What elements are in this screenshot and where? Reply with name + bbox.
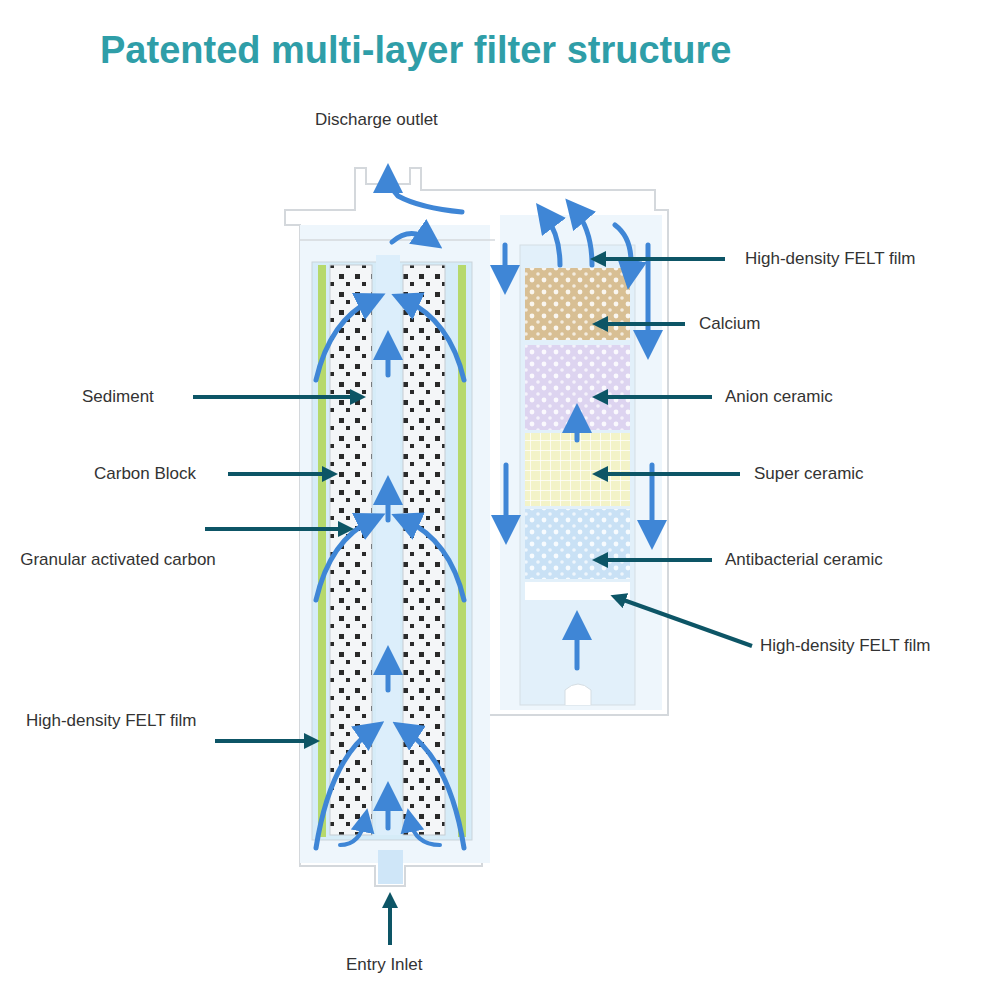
port-label: Discharge outlet: [315, 107, 438, 133]
part-label: Carbon Block: [94, 461, 196, 487]
part-label: Sediment: [82, 384, 154, 410]
diagram-title: Patented multi-layer filter structure: [100, 26, 731, 74]
part-label: High-density FELT film: [745, 246, 915, 272]
part-label: Antibacterial ceramic: [725, 547, 883, 573]
part-label: Anion ceramic: [725, 384, 833, 410]
part-label: Granular activated carbon: [18, 547, 218, 573]
part-label: High-density FELT film: [760, 633, 930, 659]
part-label: High-density FELT film: [26, 708, 196, 734]
part-label: Calcium: [699, 311, 760, 337]
part-label: Super ceramic: [754, 461, 864, 487]
port-label: Entry Inlet: [346, 952, 423, 978]
